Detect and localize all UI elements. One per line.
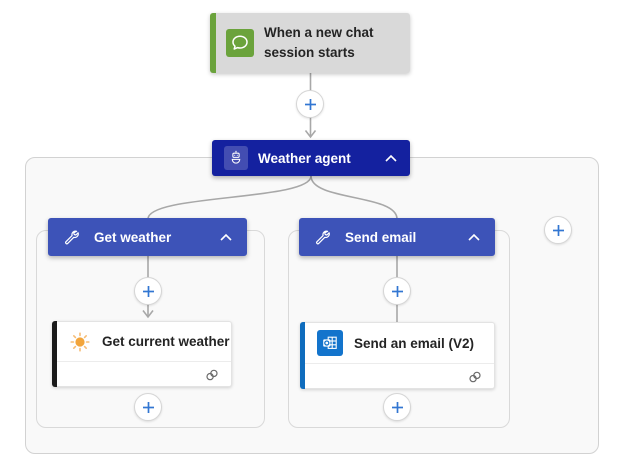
card-main-row: Send an email (V2) xyxy=(301,323,494,363)
trigger-title: When a new chat session starts xyxy=(264,25,374,60)
agent-label: Weather agent xyxy=(258,150,351,166)
card-footer xyxy=(53,361,231,387)
insert-action-button[interactable] xyxy=(383,393,411,421)
card-accent-stripe xyxy=(300,322,305,389)
wrench-icon xyxy=(62,229,79,246)
tool-header-get-weather[interactable]: Get weather xyxy=(48,218,247,256)
agent-node[interactable]: Weather agent xyxy=(212,140,410,176)
wrench-icon xyxy=(313,229,330,246)
chevron-up-icon[interactable] xyxy=(382,151,400,165)
connection-icon[interactable] xyxy=(466,368,484,386)
connection-icon[interactable] xyxy=(203,366,221,384)
sun-icon xyxy=(69,331,91,353)
trigger-node[interactable]: When a new chat session starts xyxy=(210,13,410,73)
tool-label: Send email xyxy=(345,229,417,245)
outlook-icon xyxy=(317,330,343,356)
chevron-up-icon[interactable] xyxy=(217,230,235,244)
add-tool-button[interactable] xyxy=(544,216,572,244)
tool-label: Get weather xyxy=(94,229,172,245)
action-title: Get current weather xyxy=(102,334,230,349)
tool-header-send-email[interactable]: Send email xyxy=(299,218,495,256)
insert-node-button[interactable] xyxy=(296,90,324,118)
insert-action-button[interactable] xyxy=(383,277,411,305)
chat-bubble-icon xyxy=(226,29,254,57)
action-card-get-current-weather[interactable]: Get current weather xyxy=(52,321,232,387)
trigger-accent-stripe xyxy=(210,13,216,73)
action-card-send-an-email-v2[interactable]: Send an email (V2) xyxy=(300,322,495,389)
insert-action-button[interactable] xyxy=(134,393,162,421)
action-title: Send an email (V2) xyxy=(354,335,475,351)
chevron-up-icon[interactable] xyxy=(465,230,483,244)
card-main-row: Get current weather xyxy=(53,322,231,361)
card-accent-stripe xyxy=(52,321,57,387)
bot-icon xyxy=(224,146,248,170)
card-footer xyxy=(301,363,494,389)
insert-action-button[interactable] xyxy=(134,277,162,305)
